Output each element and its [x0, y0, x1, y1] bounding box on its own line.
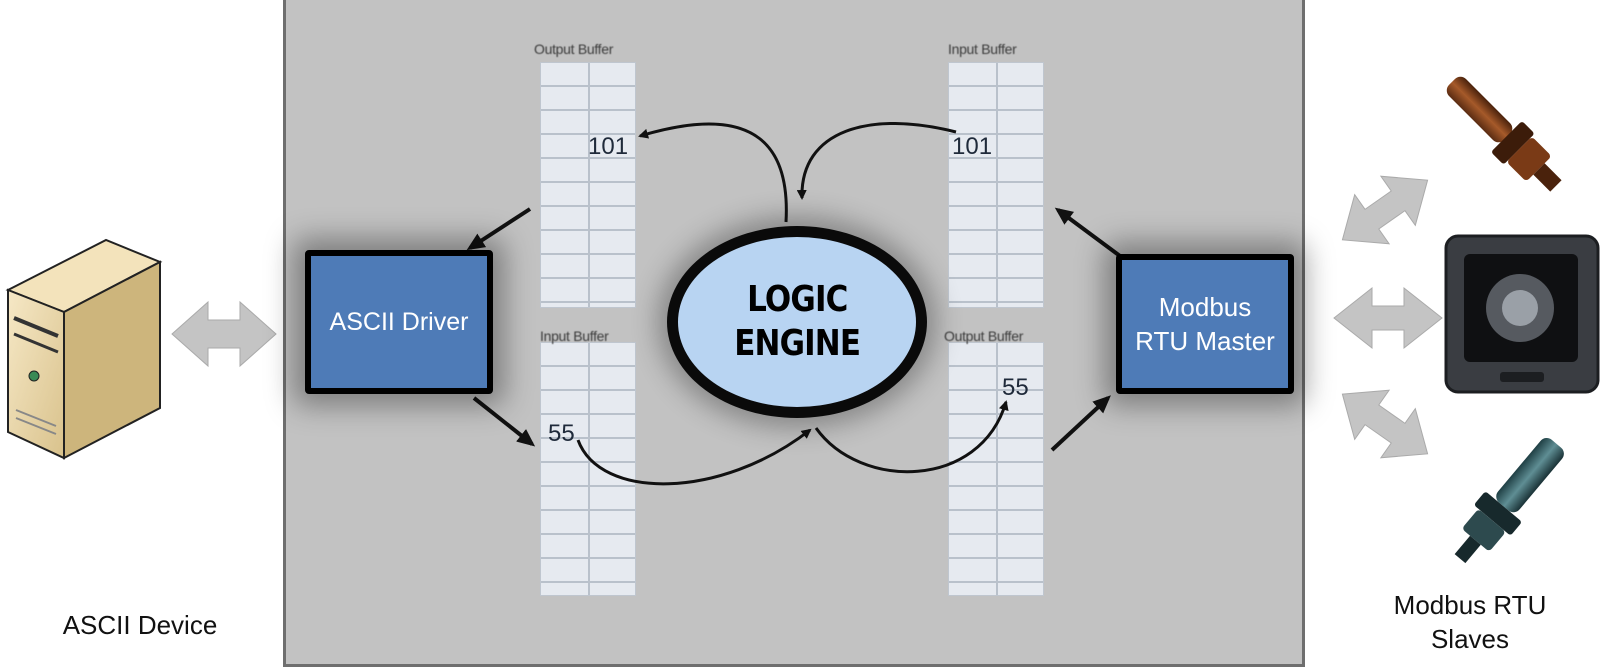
left-input-buffer-label: Input Buffer — [540, 328, 609, 344]
ascii-driver-block: ASCII Driver — [305, 250, 493, 394]
engine-to-left-output-arrow — [638, 122, 788, 223]
master-sensor-top-double-arrow — [1341, 175, 1429, 245]
logic-engine-line2: ENGINE — [734, 323, 861, 364]
teal-sensor-icon — [1454, 437, 1564, 564]
driver-to-left-input-arrow — [472, 396, 536, 447]
left-output-buffer — [540, 62, 636, 308]
modbus-slaves-line1: Modbus RTU — [1393, 590, 1547, 620]
master-to-right-input-arrow — [1054, 207, 1122, 258]
right-input-buffer-label: Input Buffer — [948, 41, 1017, 57]
left-output-buffer-label: Output Buffer — [534, 41, 614, 57]
logic-engine-ellipse: LOGIC ENGINE — [667, 226, 927, 418]
modbus-rtu-master-block: Modbus RTU Master — [1116, 254, 1294, 394]
left-input-buffer — [540, 342, 636, 596]
ascii-device-label: ASCII Device — [62, 610, 218, 640]
right-output-to-master-arrow — [1050, 395, 1111, 452]
left-input-to-engine-arrow — [576, 428, 812, 486]
copper-sensor-icon — [1446, 76, 1562, 192]
left-output-buffer-value: 101 — [588, 133, 629, 160]
modbus-master-line1: Modbus — [1158, 292, 1252, 322]
right-input-buffer — [948, 62, 1044, 308]
server-icon — [5, 238, 163, 460]
right-output-buffer-value: 55 — [1002, 374, 1029, 401]
right-input-buffer-value: 101 — [952, 133, 993, 160]
master-scanner-double-arrow — [1333, 286, 1443, 350]
right-output-buffer — [948, 342, 1044, 596]
modbus-slaves-line2: Slaves — [1430, 624, 1510, 654]
device-driver-double-arrow — [171, 300, 277, 368]
barcode-scanner-icon — [1444, 234, 1600, 394]
right-output-buffer-label: Output Buffer — [944, 328, 1024, 344]
modbus-master-line2: RTU Master — [1135, 326, 1275, 356]
ascii-driver-label: ASCII Driver — [329, 307, 469, 336]
right-input-to-engine-arrow — [796, 121, 957, 200]
logic-engine-line1: LOGIC — [746, 279, 848, 320]
engine-to-right-output-arrow — [814, 400, 1009, 474]
master-sensor-bottom-double-arrow — [1341, 389, 1429, 459]
ascii-device-caption: ASCII Device — [40, 610, 240, 641]
left-input-buffer-value: 55 — [548, 420, 575, 447]
modbus-slaves-caption: Modbus RTU Slaves — [1360, 588, 1580, 656]
left-output-to-driver-arrow — [466, 207, 532, 251]
